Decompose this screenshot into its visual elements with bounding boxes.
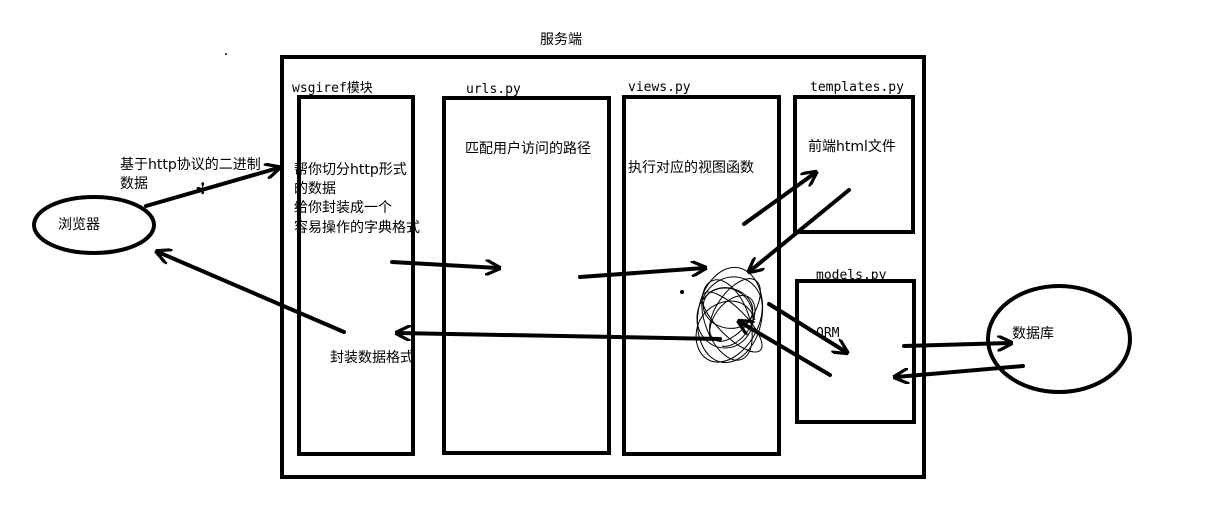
arrow-database-to-models <box>896 364 1025 377</box>
wsgiref-text-line-4: 容易操作的字典格式 <box>294 219 420 236</box>
wsgiref-text-line-3: 给你封装成一个 <box>294 200 392 216</box>
wsgiref-bottom-text: 封装数据格式 <box>330 350 414 366</box>
wsgiref-text-line-1: 帮你切分http形式 <box>294 162 407 178</box>
templates-box <box>793 95 915 234</box>
stray-dot-top <box>225 53 227 55</box>
wsgiref-header: wsgiref模块 <box>292 81 373 96</box>
arrow-wsgiref-to-urls <box>390 262 498 268</box>
models-box <box>795 279 916 424</box>
arrow-views-to-models <box>767 302 846 352</box>
arrow-urls-to-views <box>578 268 704 279</box>
arrow-browser-to-wsgiref <box>144 168 278 208</box>
views-box <box>622 95 781 456</box>
templates-header: templates.py <box>810 80 904 95</box>
views-header: views.py <box>628 80 691 95</box>
arrow-models-to-database <box>902 343 1010 346</box>
views-text: 执行对应的视图函数 <box>628 159 754 176</box>
browser-node <box>32 195 156 255</box>
server-title: 服务端 <box>540 32 582 48</box>
wsgiref-text-line-2: 的数据 <box>294 181 336 197</box>
arrow-wsgiref-to-browser <box>158 252 346 334</box>
urls-text: 匹配用户访问的路径 <box>465 140 591 157</box>
arrow-models-to-views <box>740 322 832 377</box>
urls-header: urls.py <box>466 82 521 97</box>
templates-text: 前端html文件 <box>808 138 896 155</box>
database-node <box>986 284 1132 394</box>
database-label: 数据库 <box>1012 326 1054 342</box>
scribble-knot <box>695 266 764 364</box>
edge-label-line-1: 基于http协议的二进制 <box>120 156 261 173</box>
arrow-views-to-templates <box>742 173 815 226</box>
wsgiref-box <box>297 95 415 456</box>
browser-label: 浏览器 <box>58 217 100 233</box>
stray-dot <box>680 290 684 294</box>
arrow-views-to-wsgiref <box>398 333 722 339</box>
edge-label-line-2: 数据 <box>120 176 148 192</box>
server-box <box>280 55 926 479</box>
arrow-templates-to-views <box>750 188 851 271</box>
models-header: models.py <box>816 268 887 283</box>
